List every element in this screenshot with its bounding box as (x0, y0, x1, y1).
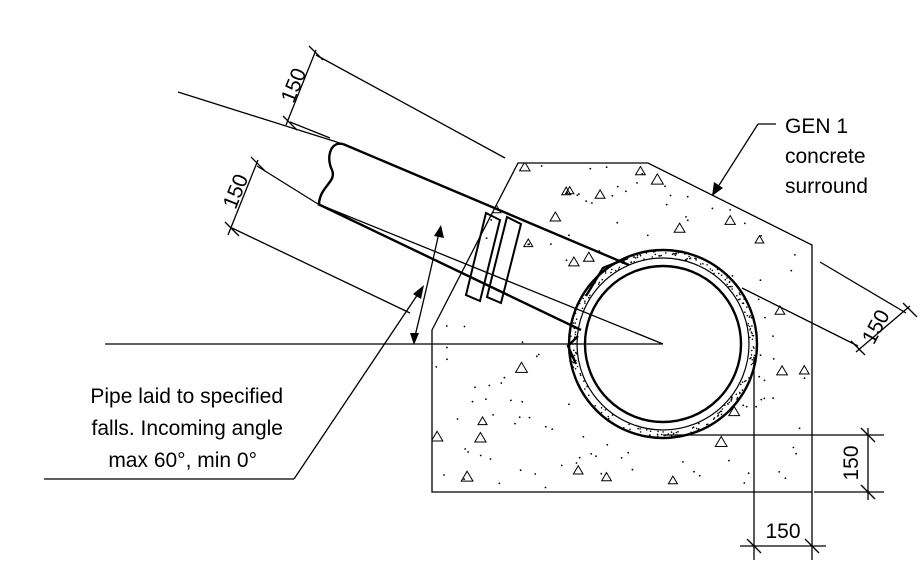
dimension-side-thickness: 150 (740, 358, 826, 560)
callout-concrete-surround: GEN 1 concrete surround (712, 115, 868, 198)
dimension-label: 150 (765, 520, 800, 543)
callout-text-line: Pipe laid to specified (90, 385, 283, 408)
incoming-branch-pipe (177, 91, 664, 365)
callout-text-line: falls. Incoming angle (92, 417, 283, 440)
dimension-sloped-cover: 150 (741, 261, 918, 356)
dimension-lower-pipe-offset: 150 (219, 156, 411, 314)
callout-text-line: concrete (785, 145, 866, 168)
callout-text-line: max 60°, min 0° (108, 449, 257, 472)
dimension-upper-pipe-offset: 150 (277, 45, 506, 159)
callout-text-line: GEN 1 (785, 115, 848, 138)
callout-text-line: surround (785, 175, 868, 198)
callout-pipe-angle: Pipe laid to specified falls. Incoming a… (44, 285, 424, 480)
dimension-label: 150 (840, 445, 863, 480)
dimension-label: 150 (219, 171, 253, 212)
dimension-label: 150 (277, 65, 311, 106)
dimension-base-thickness: 150 (663, 427, 884, 500)
dimension-label: 150 (858, 306, 895, 348)
